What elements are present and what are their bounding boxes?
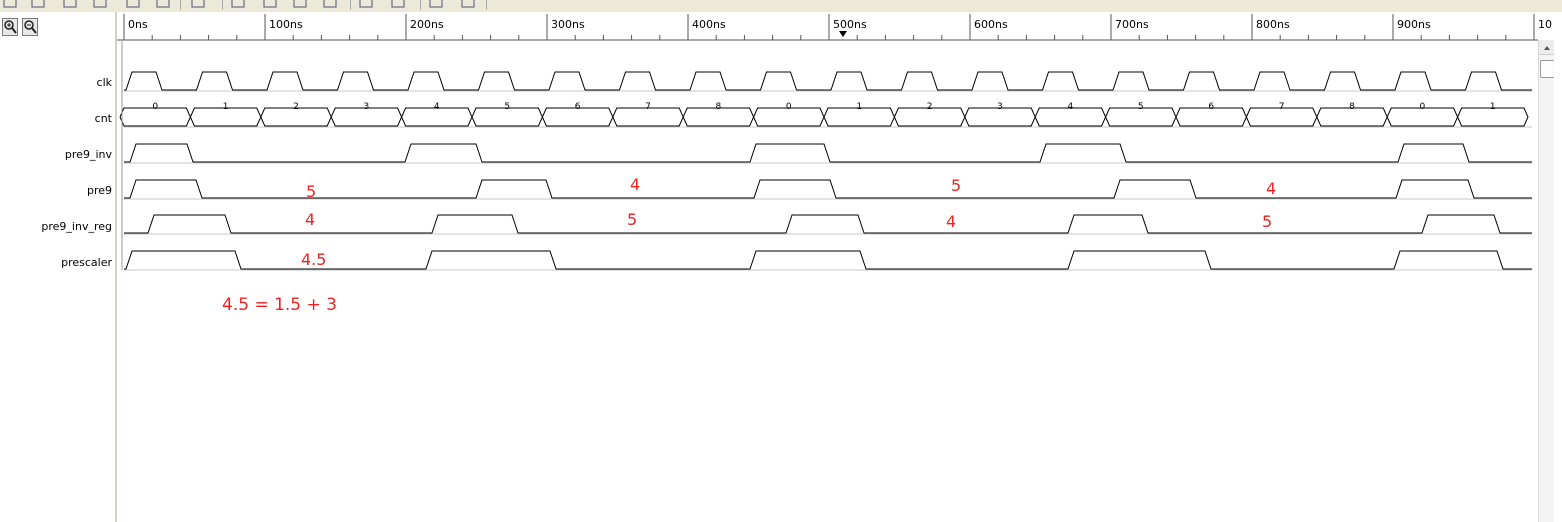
window-edge (1554, 12, 1562, 522)
scroll-up-button[interactable] (1539, 40, 1555, 55)
toolbar-separator (222, 0, 223, 10)
remove-marker-icon[interactable] (428, 0, 444, 8)
signal-name-pre9-inv-reg[interactable]: pre9_inv_reg (41, 220, 112, 233)
toolbar-separator (420, 0, 421, 10)
fit-icon[interactable] (460, 0, 476, 8)
toolbar-separator (180, 0, 181, 10)
sort-az-icon[interactable] (292, 0, 308, 8)
compare-icon[interactable] (125, 0, 141, 8)
zoom-out-button[interactable] (22, 18, 38, 36)
add-marker-icon[interactable] (390, 0, 406, 8)
waveform-pane[interactable] (117, 12, 1538, 522)
undo-icon[interactable] (190, 0, 206, 8)
zoom-box-icon[interactable] (30, 0, 46, 8)
select-icon[interactable] (2, 0, 18, 8)
snap-icon[interactable] (92, 0, 108, 8)
signal-name-cnt[interactable]: cnt (94, 112, 112, 125)
signal-name-pane: clk cnt pre9_inv pre9 pre9_inv_reg presc… (0, 12, 117, 522)
zoom-in-icon (4, 20, 17, 34)
signal-name-pre9[interactable]: pre9 (86, 184, 112, 197)
vertical-scrollbar[interactable] (1538, 40, 1555, 522)
signal-name-pre9-inv[interactable]: pre9_inv (64, 148, 112, 161)
sort-za-icon[interactable] (262, 0, 278, 8)
hex-radix-icon[interactable] (155, 0, 171, 8)
scroll-thumb[interactable] (1540, 60, 1555, 78)
expand-bus-icon[interactable] (322, 0, 338, 8)
zoom-in-button[interactable] (2, 18, 18, 36)
toolbar-separator (350, 0, 351, 10)
marker-icon[interactable] (62, 0, 78, 8)
toolbar (0, 0, 1562, 12)
signal-name-clk[interactable]: clk (96, 76, 112, 89)
scroll-up-icon (1544, 46, 1550, 50)
toolbar-separator (486, 0, 487, 10)
zoom-out-icon (24, 20, 37, 34)
signal-name-prescaler[interactable]: prescaler (61, 256, 112, 269)
pencil-icon[interactable] (230, 0, 246, 8)
collapse-bus-icon[interactable] (358, 0, 374, 8)
